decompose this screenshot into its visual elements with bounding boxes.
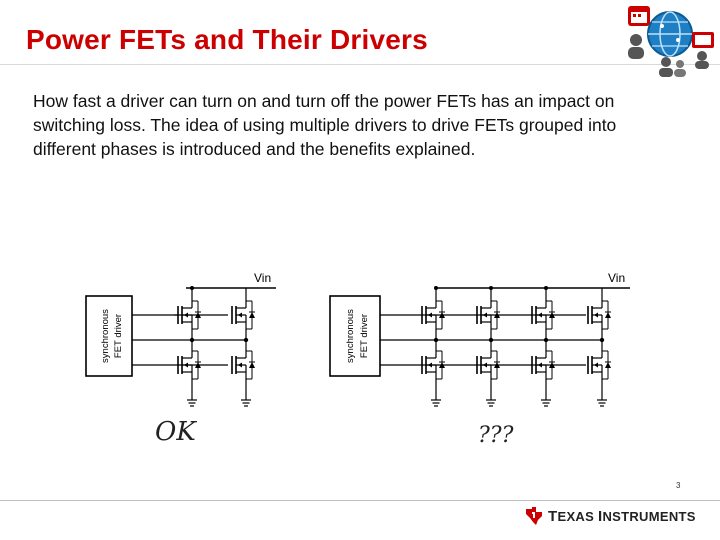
calendar-icon <box>628 6 650 26</box>
driver-label-left-line1: synchronous <box>100 309 111 363</box>
people-icon <box>659 57 686 77</box>
presentation-icon <box>692 32 714 69</box>
ti-logo: TEXAS INSTRUMENTS <box>524 505 696 527</box>
footer-divider <box>0 500 720 501</box>
ti-state-icon <box>526 507 542 525</box>
vin-label-right: Vin <box>608 271 625 285</box>
driver-box-right <box>329 295 381 377</box>
globe-icon <box>647 11 693 57</box>
slide-title: Power FETs and Their Drivers <box>26 24 428 55</box>
diagram-left: synchronous FET driver Vin <box>85 271 276 447</box>
driver-label-right-line1: synchronous <box>345 309 356 363</box>
diagram-right: synchronous FET driver Vin <box>329 271 630 448</box>
page-number: 3 <box>676 481 681 490</box>
user-icon <box>628 34 644 59</box>
driver-label-right-line2: FET driver <box>359 314 370 358</box>
title-divider <box>0 64 720 65</box>
training-icon-cluster <box>628 6 714 77</box>
driver-label-left-line2: FET driver <box>113 314 124 358</box>
driver-box-left <box>85 295 133 377</box>
vin-label-left: Vin <box>254 271 271 285</box>
verdict-left: OK <box>155 417 197 447</box>
verdict-right: ??? <box>478 423 514 448</box>
ti-wordmark: TEXAS INSTRUMENTS <box>548 507 696 525</box>
slide-body-text: How fast a driver can turn on and turn o… <box>33 91 617 159</box>
